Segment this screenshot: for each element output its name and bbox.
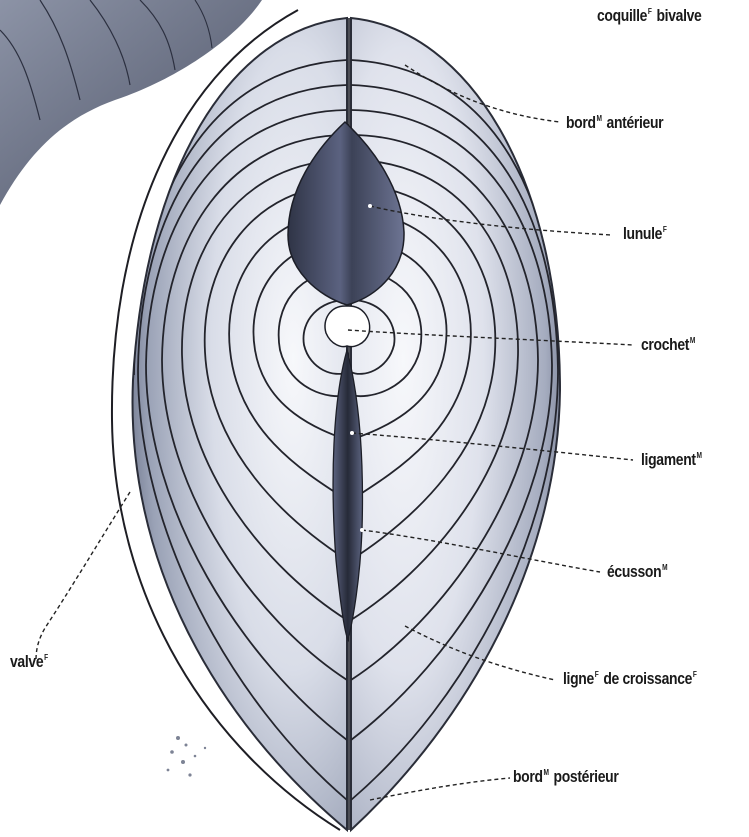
label-valve: valveF [10,652,48,672]
label-ligament: ligamentM [641,450,702,470]
shell-right-valve [351,18,560,830]
shell-left-valve [133,18,347,830]
label-crochet: crochetM [641,335,695,355]
label-ecusson: écussonM [607,562,667,582]
label-lunule: lunuleF [623,224,667,244]
crochet-shape [325,306,370,347]
texture-dots [167,736,207,777]
leader-valve [36,492,130,660]
